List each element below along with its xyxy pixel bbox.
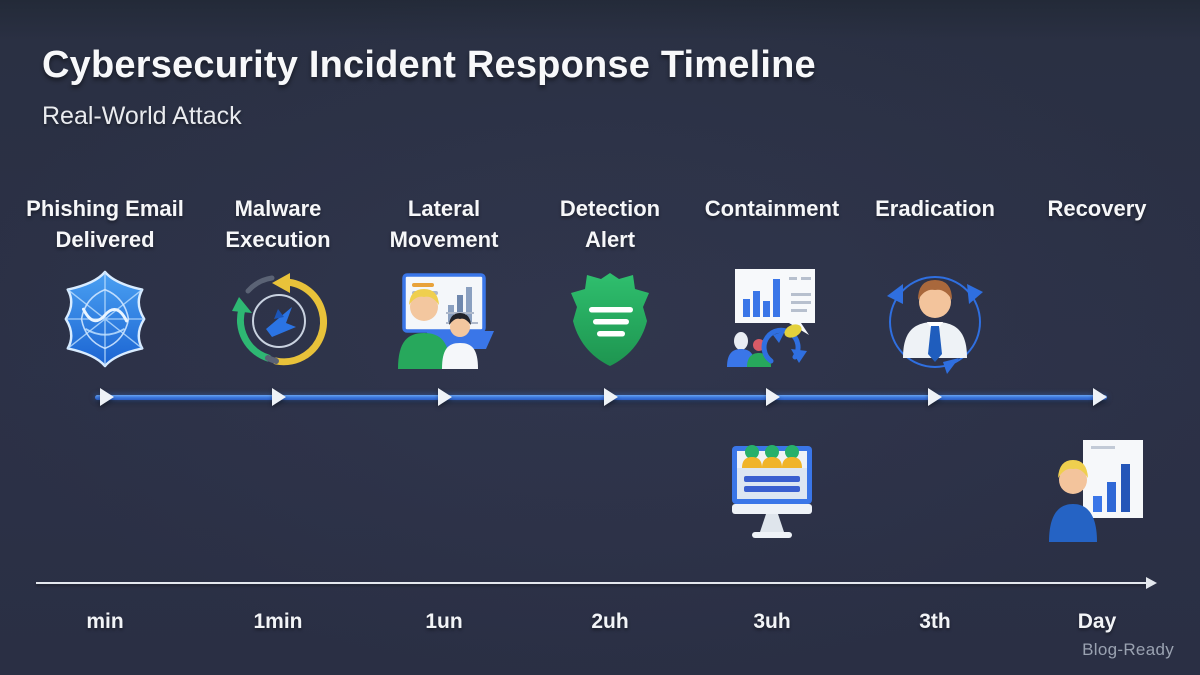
time-label: min: [86, 610, 124, 633]
stage-label: Eradication: [875, 196, 995, 221]
time-label: 3uh: [753, 610, 791, 633]
stage-label: Detection Alert: [559, 196, 661, 252]
timeline-arrowhead: [438, 388, 452, 406]
page-title: Cybersecurity Incident Response Timeline: [42, 44, 816, 86]
time-label: 1un: [425, 610, 463, 633]
timeline-arrowhead: [272, 388, 286, 406]
analyst-rotation-icon: [860, 260, 1010, 378]
timeline-arrowhead: [766, 388, 780, 406]
timeline-arrowhead: [928, 388, 942, 406]
web-envelope-icon: [9, 260, 201, 378]
stage-label: Lateral Movement: [389, 196, 499, 252]
stage-label: Malware Execution: [225, 196, 331, 252]
timeline-arrowhead: [604, 388, 618, 406]
stage-label: Containment: [704, 196, 840, 221]
watermark: Blog-Ready: [1082, 640, 1174, 659]
team-presentation-icon: [369, 260, 519, 378]
malware-cycle-icon: [203, 260, 353, 378]
time-label: 2uh: [591, 610, 629, 633]
time-axis-arrowhead: [1146, 577, 1157, 589]
stage-label: Phishing Email Delivered: [26, 196, 184, 252]
chart-bubble-team-icon: [697, 260, 847, 378]
stage-label: Recovery: [1047, 196, 1147, 221]
time-label: 1min: [253, 610, 303, 633]
monitor-users-icon: [697, 436, 847, 544]
timeline-arrowhead: [1093, 388, 1107, 406]
time-label: Day: [1077, 610, 1117, 633]
time-label: 3th: [919, 610, 951, 633]
person-growth-chart-icon: [1022, 436, 1172, 544]
page-subtitle: Real-World Attack: [42, 102, 242, 130]
timeline-line: [95, 395, 1107, 400]
shield-icon: [535, 260, 685, 378]
timeline-arrowhead: [100, 388, 114, 406]
time-axis-line: [36, 582, 1148, 584]
